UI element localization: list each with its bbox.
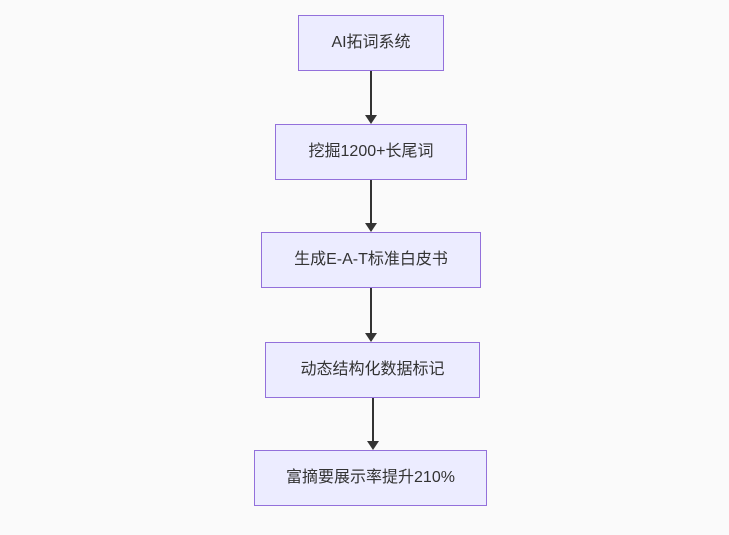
- flowchart-node-label: AI拓词系统: [331, 34, 411, 52]
- flowchart-edge-line: [370, 288, 372, 334]
- arrowhead-down-icon: [366, 441, 379, 450]
- flowchart-edge-line: [370, 180, 372, 224]
- flowchart-node-e: 富摘要展示率提升210%: [254, 450, 487, 506]
- arrowhead-down-icon: [365, 115, 377, 124]
- flowchart-node-label: 富摘要展示率提升210%: [286, 469, 455, 487]
- flowchart-node-label: 动态结构化数据标记: [300, 361, 445, 379]
- flowchart-edge-line: [370, 71, 372, 116]
- arrowhead-down-icon: [365, 223, 377, 232]
- arrowhead-down-icon: [365, 333, 377, 342]
- flowchart-node-label: 生成E-A-T标准白皮书: [294, 251, 448, 269]
- flowchart-node-b: 挖掘1200+长尾词: [275, 124, 467, 180]
- flowchart-node-d: 动态结构化数据标记: [265, 342, 480, 398]
- flowchart-node-label: 挖掘1200+长尾词: [308, 143, 434, 161]
- flowchart-edge-line: [371, 398, 374, 442]
- flowchart-node-c: 生成E-A-T标准白皮书: [261, 232, 481, 288]
- flowchart-node-a: AI拓词系统: [298, 15, 444, 71]
